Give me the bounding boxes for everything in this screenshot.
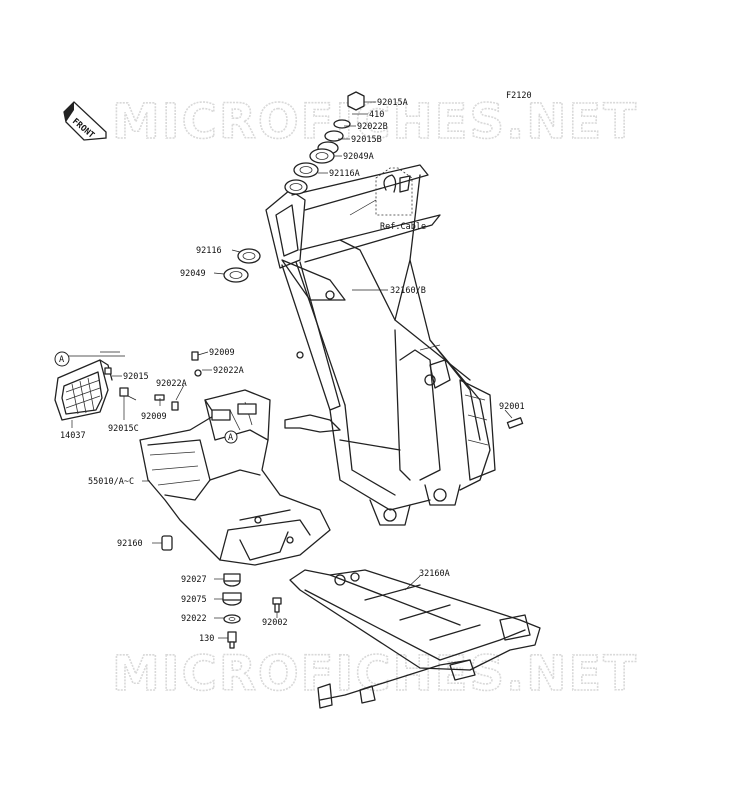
label-410: 410 bbox=[369, 110, 384, 120]
label-92116A: 92116A bbox=[329, 169, 360, 179]
label-92022B: 92022B bbox=[357, 122, 388, 132]
ref-cable-clip bbox=[349, 167, 413, 216]
label-92001: 92001 bbox=[499, 402, 525, 412]
label-92049A: 92049A bbox=[343, 152, 374, 162]
label-92160: 92160 bbox=[117, 539, 143, 549]
label-55010: 55010/A~C bbox=[88, 477, 134, 487]
label-92015C: 92015C bbox=[108, 424, 139, 434]
skid-hardware bbox=[154, 351, 524, 649]
svg-text:A: A bbox=[59, 355, 64, 365]
label-92002: 92002 bbox=[262, 618, 288, 628]
label-92049: 92049 bbox=[180, 269, 206, 279]
label-92009-top: 92009 bbox=[209, 348, 235, 358]
steering-bearing-stack bbox=[223, 91, 365, 283]
main-frame-drawing bbox=[265, 164, 496, 526]
subframe-drawing bbox=[289, 569, 541, 709]
label-92015B: 92015B bbox=[351, 135, 382, 145]
label-92075: 92075 bbox=[181, 595, 207, 605]
label-92022A-right: 92022A bbox=[213, 366, 244, 376]
watermark-bottom: MICROFICHES.NET bbox=[112, 646, 638, 702]
label-92015A: 92015A bbox=[377, 98, 408, 108]
watermark-top: MICROFICHES.NET bbox=[112, 94, 638, 150]
label-14037: 14037 bbox=[60, 431, 86, 441]
label-92009-bottom: 92009 bbox=[141, 412, 167, 422]
skid-plate-drawing bbox=[139, 389, 331, 566]
svg-text:A: A bbox=[228, 433, 233, 443]
label-130: 130 bbox=[199, 634, 214, 644]
label-92022A-left: 92022A bbox=[156, 379, 187, 389]
label-92027: 92027 bbox=[181, 575, 207, 585]
label-32160A: 32160A bbox=[419, 569, 450, 579]
radiator-guard-drawing bbox=[54, 359, 129, 421]
part-labels: 92015A 410 92022B 92015B 92049A 92116A 9… bbox=[60, 98, 525, 644]
label-32160B: 32160/B bbox=[390, 286, 426, 296]
ref-cable-label: Ref.Cable bbox=[380, 222, 426, 232]
label-92022: 92022 bbox=[181, 614, 207, 624]
diagram-code: F2120 bbox=[506, 91, 532, 101]
label-92015: 92015 bbox=[123, 372, 149, 382]
reference-marker-a-1: A bbox=[54, 351, 70, 367]
label-92116: 92116 bbox=[196, 246, 222, 256]
leader-lines bbox=[71, 101, 513, 639]
front-arrow-icon: FRONT bbox=[63, 101, 107, 141]
reference-marker-a-2: A bbox=[224, 430, 238, 444]
